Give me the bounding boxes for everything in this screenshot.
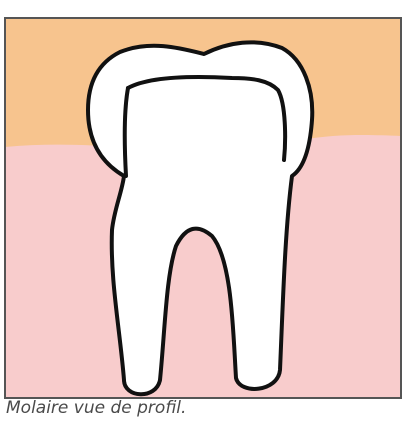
figure-caption: Molaire vue de profil. (6, 398, 186, 418)
